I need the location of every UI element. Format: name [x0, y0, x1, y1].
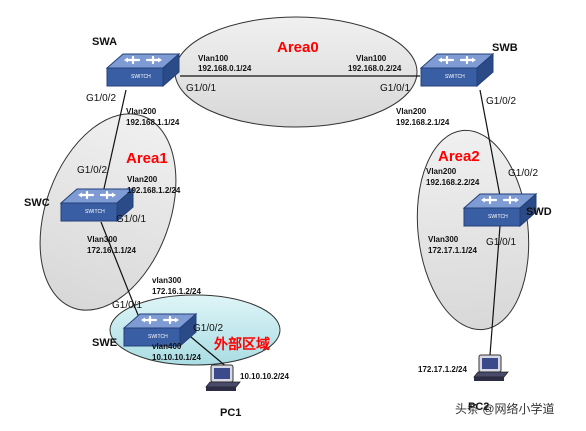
switch-face-label: SWITCH: [148, 334, 168, 340]
iface-swd-vlan200-name: Vlan200: [426, 167, 457, 176]
pc2[interactable]: [473, 354, 509, 382]
iface-swe-vlan400-name: vlan400: [152, 342, 182, 351]
port-swa-g102: G1/0/2: [86, 93, 116, 104]
port-swc-g101: G1/0/1: [116, 214, 146, 225]
iface-swe-vlan300-ip: 172.16.1.2/24: [152, 287, 201, 296]
label-pc2: PC2: [468, 401, 489, 413]
switch-swd[interactable]: SWITCH: [462, 192, 538, 228]
area2-region: [416, 129, 530, 331]
switch-face-label: SWITCH: [131, 74, 151, 80]
iface-swc-vlan300-name: Vlan300: [87, 235, 118, 244]
label-pc1: PC1: [220, 407, 241, 419]
port-swa-g101: G1/0/1: [186, 83, 216, 94]
iface-swa-vlan200-ip: 192.168.1.1/24: [126, 118, 180, 127]
link-swc-swe: [100, 221, 141, 321]
port-swc-g102: G1/0/2: [77, 165, 107, 176]
port-swb-g102: G1/0/2: [486, 96, 516, 107]
iface-swc-vlan300-ip: 172.16.1.1/24: [87, 246, 136, 255]
port-swe-g101: G1/0/1: [112, 300, 142, 311]
computer-icon: [473, 354, 509, 382]
port-swd-g102: G1/0/2: [508, 168, 538, 179]
iface-swa-vlan100-ip: 192.168.0.1/24: [198, 64, 252, 73]
computer-icon: [205, 364, 241, 392]
iface-swd-vlan200-ip: 192.168.2.2/24: [426, 178, 480, 187]
iface-swb-vlan100-ip: 192.168.0.2/24: [348, 64, 402, 73]
switch-swb[interactable]: SWITCH: [419, 52, 495, 88]
label-swc: SWC: [24, 197, 50, 209]
link-swb-swd: [479, 89, 501, 197]
watermark: 头条 @网络小学道: [455, 401, 555, 416]
switch-icon: [105, 52, 181, 88]
iface-swc-vlan200-name: Vlan200: [127, 175, 158, 184]
port-swd-g101: G1/0/1: [486, 237, 516, 248]
switch-swc[interactable]: SWITCH: [59, 187, 135, 223]
iface-swb-vlan100-name: Vlan100: [356, 54, 387, 63]
iface-swe-vlan400-ip: 10.10.10.1/24: [152, 353, 201, 362]
switch-face-label: SWITCH: [488, 214, 508, 220]
iface-swd-vlan300-ip: 172.17.1.1/24: [428, 246, 477, 255]
switch-swa[interactable]: SWITCH: [105, 52, 181, 88]
port-swe-g102: G1/0/2: [193, 323, 223, 334]
switch-face-label: SWITCH: [445, 74, 465, 80]
pc1[interactable]: [205, 364, 241, 392]
switch-face-label: SWITCH: [85, 209, 105, 215]
port-swb-g101: G1/0/1: [380, 83, 410, 94]
switch-swe[interactable]: SWITCH: [122, 312, 198, 348]
label-area2: Area2: [438, 148, 480, 165]
iface-swd-vlan300-name: Vlan300: [428, 235, 459, 244]
label-swe: SWE: [92, 337, 117, 349]
iface-swb-vlan200-name: Vlan200: [396, 107, 427, 116]
iface-swa-vlan200-name: Vlan200: [126, 107, 157, 116]
iface-swc-vlan200-ip: 192.168.1.2/24: [127, 186, 181, 195]
link-swa-swc: [100, 89, 127, 203]
iface-swe-vlan300-name: vlan300: [152, 276, 182, 285]
switch-icon: [419, 52, 495, 88]
label-swd: SWD: [526, 206, 552, 218]
link-swe-pc1: [184, 331, 229, 369]
label-area0: Area0: [277, 39, 319, 56]
iface-swb-vlan200-ip: 192.168.2.1/24: [396, 118, 450, 127]
label-area1: Area1: [126, 150, 168, 167]
label-swa: SWA: [92, 36, 117, 48]
label-swb: SWB: [492, 42, 518, 54]
label-external-area: 外部区域: [214, 336, 270, 352]
iface-swa-vlan100-name: Vlan100: [198, 54, 229, 63]
pc1-ip: 10.10.10.2/24: [240, 372, 289, 381]
link-swd-pc2: [489, 225, 501, 356]
pc2-ip: 172.17.1.2/24: [418, 365, 467, 374]
